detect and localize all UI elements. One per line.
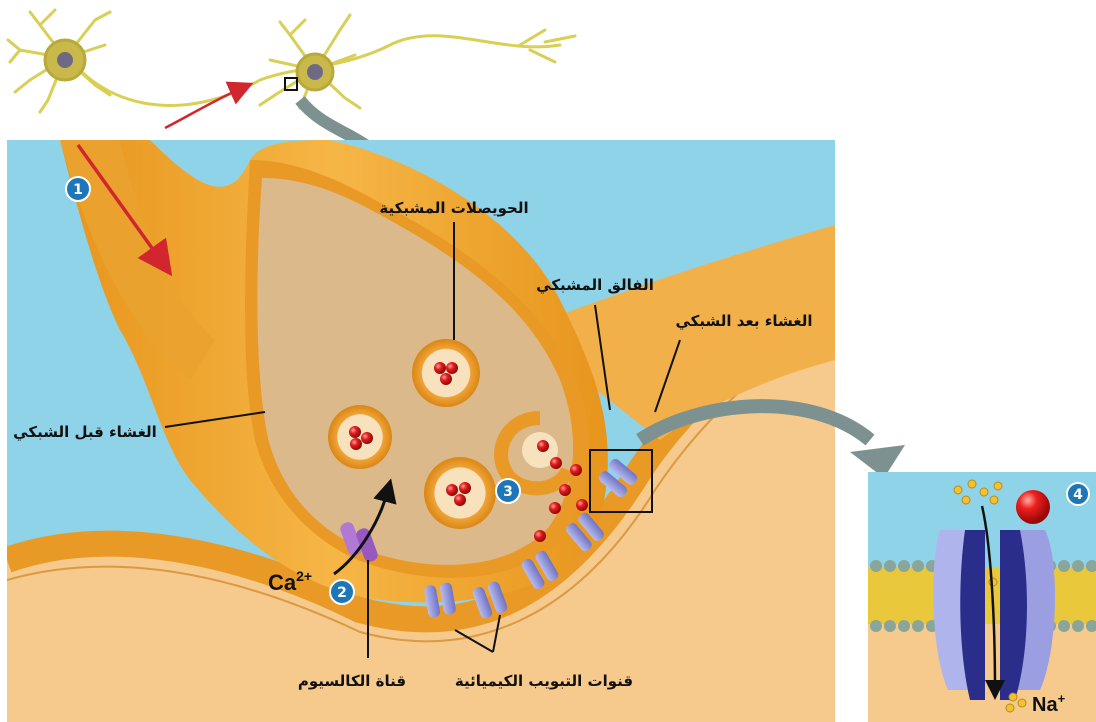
svg-text:4: 4	[1073, 487, 1083, 503]
label-presynaptic-membrane: الغشاء قبل الشبكي	[13, 423, 157, 441]
signal-direction-arrow-top	[165, 88, 242, 128]
step-badge-3: 3	[496, 479, 520, 503]
label-chemical-channels: قنوات التبويب الكيميائية	[455, 672, 633, 690]
synaptic-vesicle-3	[424, 457, 496, 529]
svg-text:1: 1	[73, 182, 83, 198]
svg-text:3: 3	[503, 484, 513, 500]
neuron-overview	[8, 10, 575, 112]
channel-inset-panel: 4 Na+	[868, 472, 1096, 722]
neurotransmitter-bound	[1016, 490, 1050, 524]
step-badge-4: 4	[1067, 483, 1089, 505]
step-badge-2: 2	[330, 580, 354, 604]
svg-text:2: 2	[337, 585, 347, 601]
neuron-left	[8, 10, 575, 112]
synaptic-vesicle-2	[328, 405, 392, 469]
label-postsynaptic-membrane: الغشاء بعد الشبكي	[675, 312, 812, 330]
step-badge-1: 1	[66, 177, 90, 201]
label-synaptic-vesicles: الحويصلات المشبكية	[379, 199, 528, 217]
synapse-main-panel: 1 2 3 الحويصلات المشبكية الفالق المشبكي …	[7, 140, 835, 722]
label-calcium-channel: قناة الكالسيوم	[298, 672, 406, 690]
synaptic-vesicle-1	[412, 339, 480, 407]
label-synaptic-cleft: الفالق المشبكي	[536, 276, 654, 294]
